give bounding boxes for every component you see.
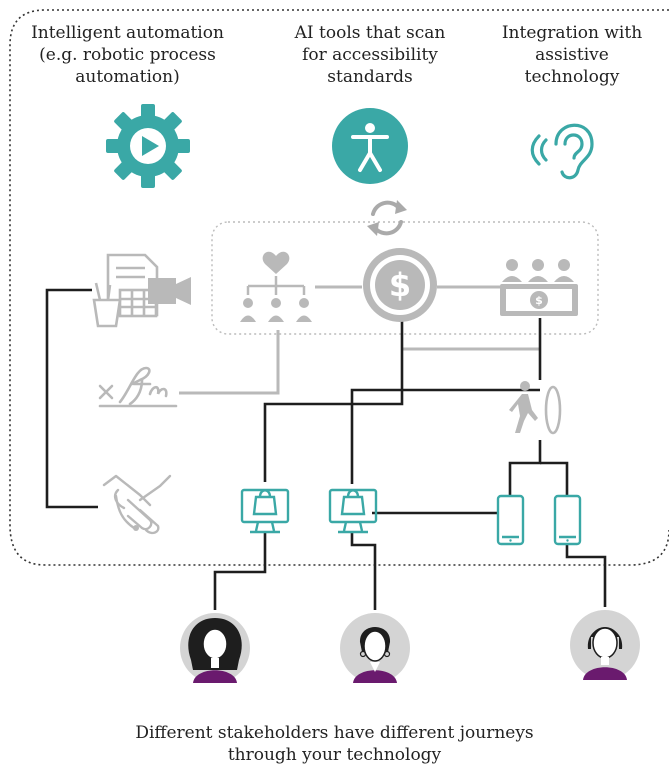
grey-connectors [179,285,540,395]
heading-text-3: Integration with assistive technology [501,23,643,87]
stakeholder-avatar [570,610,640,680]
signature-icon [98,366,178,408]
heading-assistive-technology: Integration with assistive technology [477,22,667,88]
heading-ai-tools: AI tools that scan for accessibility sta… [270,22,470,88]
refresh-icon [367,200,407,236]
gear-play-icon [106,104,190,188]
stakeholder-avatar [180,613,250,683]
monitor-shopping-icon [328,488,378,534]
money-audience-icon: $ [500,259,578,316]
smartphone-icon [553,494,582,546]
inner-dotted-boundary [211,221,599,335]
heading-intelligent-automation: Intelligent automation (e.g. robotic pro… [20,22,235,88]
smartphone-icon [496,494,525,546]
walking-door-icon [509,381,562,435]
accessibility-person-icon [332,108,408,184]
handshake-icon [102,474,172,535]
heading-text-2: AI tools that scan for accessibility sta… [294,23,446,87]
outer-dotted-boundary [9,9,669,566]
caption: Different stakeholders have different jo… [0,722,669,766]
svg-text:$: $ [535,294,543,307]
stakeholder-avatar [340,613,410,683]
svg-text:$: $ [389,266,411,304]
caption-text: Different stakeholders have different jo… [135,723,534,765]
monitor-shopping-icon [240,488,290,534]
document-video-icon [92,253,191,328]
heading-text-1: Intelligent automation (e.g. robotic pro… [31,23,224,87]
org-chart-icon [240,251,312,322]
dollar-coin-icon: $ [363,248,437,322]
journey-lines [45,288,607,610]
ear-sound-icon [530,123,594,180]
